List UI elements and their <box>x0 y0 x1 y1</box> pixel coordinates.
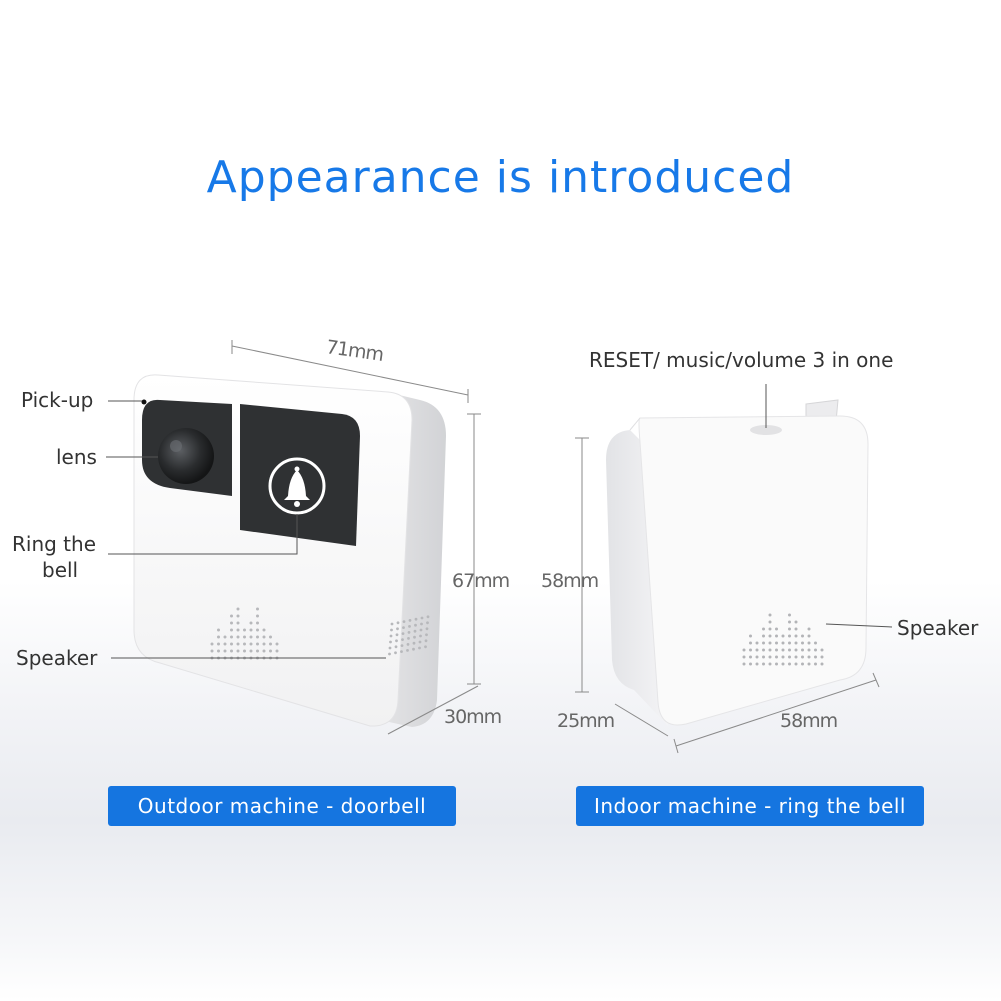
microphone-icon <box>141 399 147 405</box>
dim-indoor-width: 58mm <box>780 710 838 732</box>
caption-indoor-machine: Indoor machine - ring the bell <box>576 786 924 826</box>
dim-indoor-height: 58mm <box>541 570 599 592</box>
reset-button <box>750 425 782 435</box>
dim-indoor-depth: 25mm <box>557 710 615 732</box>
caption-outdoor-machine: Outdoor machine - doorbell <box>108 786 456 826</box>
indoor-leader-lines <box>765 384 893 628</box>
label-indoor-speaker: Speaker <box>897 616 979 640</box>
ringer-speaker-grille <box>742 613 824 666</box>
outdoor-leader-lines <box>106 400 386 659</box>
bell-icon <box>268 457 326 515</box>
camera-lens-icon <box>158 428 214 484</box>
outdoor-dimension-lines <box>231 340 481 735</box>
doorbell-speaker-grille <box>210 607 279 660</box>
page-title: Appearance is introduced <box>206 152 795 203</box>
label-ring-the-bell-line1: Ring the <box>12 532 97 556</box>
label-lens: lens <box>56 445 97 469</box>
label-pickup: Pick-up <box>21 388 94 412</box>
dim-outdoor-height: 67mm <box>452 570 510 592</box>
ringer-front-face <box>638 415 869 726</box>
dim-outdoor-depth: 30mm <box>444 706 502 728</box>
outdoor-doorbell-device <box>133 374 446 727</box>
label-outdoor-speaker: Speaker <box>16 646 98 670</box>
ringer-side-face <box>606 430 668 726</box>
indoor-dimension-lines <box>575 437 880 754</box>
doorbell-side-grille <box>388 615 430 656</box>
label-reset-music-volume: RESET/ music/volume 3 in one <box>589 348 894 372</box>
indoor-ringer-device <box>606 399 869 726</box>
label-ring-the-bell-line2: bell <box>42 558 79 582</box>
